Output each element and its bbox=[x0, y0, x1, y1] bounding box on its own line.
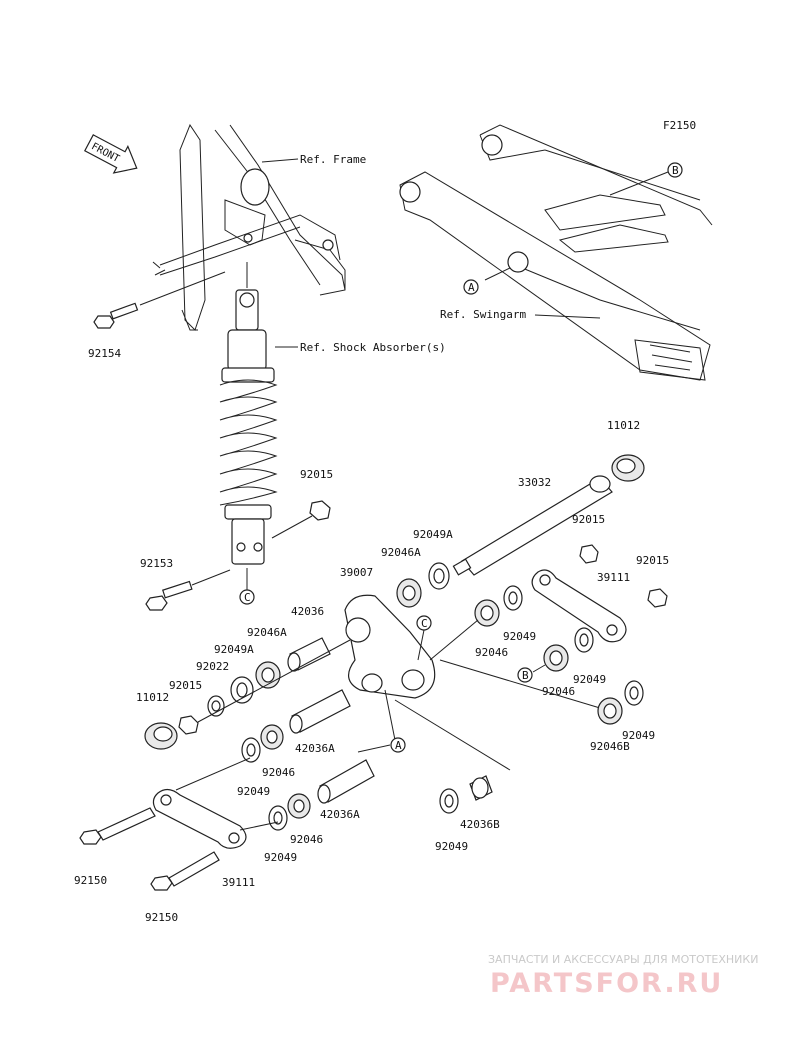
part-92049A-b: 92049A bbox=[214, 643, 254, 656]
collar-11012-top bbox=[611, 454, 645, 482]
seal-92049-lower-right bbox=[624, 680, 644, 706]
part-92049A-a: 92049A bbox=[413, 528, 453, 541]
bearing-92046-left-a bbox=[260, 724, 284, 750]
part-92150-b: 92150 bbox=[145, 911, 178, 924]
shaft-33032 bbox=[452, 475, 613, 576]
shock-absorber-drawing bbox=[219, 289, 278, 565]
tie-rod-39111-right bbox=[531, 569, 627, 643]
nut-92015-shock bbox=[309, 500, 331, 521]
seal-92049A-lower bbox=[230, 676, 254, 704]
part-39111-b: 39111 bbox=[222, 876, 255, 889]
ref-shock-label: Ref. Shock Absorber(s) bbox=[300, 341, 446, 354]
part-92046-c: 92046 bbox=[262, 766, 295, 779]
nut-92015-left bbox=[178, 715, 199, 735]
part-92049-a: 92049 bbox=[503, 630, 536, 643]
marker-a-label-lower: A bbox=[395, 739, 402, 752]
front-arrow-icon: FRONT bbox=[84, 134, 138, 174]
seal-92049-mid-right bbox=[503, 585, 523, 611]
marker-b-label-lower: B bbox=[522, 669, 529, 682]
part-92153: 92153 bbox=[140, 557, 173, 570]
rocker-arm-39007 bbox=[344, 594, 436, 699]
collar-42036 bbox=[287, 637, 331, 672]
bearing-92046-mid-right bbox=[474, 599, 500, 627]
part-11012-a: 11012 bbox=[607, 419, 640, 432]
marker-c-label-shock: C bbox=[244, 591, 251, 604]
part-42036A-b: 42036A bbox=[320, 808, 360, 821]
part-42036B: 42036B bbox=[460, 818, 500, 831]
part-92015-c: 92015 bbox=[636, 554, 669, 567]
part-92015-a: 92015 bbox=[300, 468, 333, 481]
bearing-92046-left-b bbox=[287, 793, 311, 819]
part-92154: 92154 bbox=[88, 347, 121, 360]
bolt-92154 bbox=[93, 302, 139, 329]
part-92150-a: 92150 bbox=[74, 874, 107, 887]
part-92015-b: 92015 bbox=[572, 513, 605, 526]
seal-92049-left-b bbox=[268, 805, 288, 831]
marker-a-label: A bbox=[468, 281, 475, 294]
part-92046-d: 92046 bbox=[290, 833, 323, 846]
seal-92049-bottom-center bbox=[439, 788, 459, 814]
bolt-92150-upper bbox=[79, 807, 156, 845]
marker-c-label-rocker: C bbox=[421, 617, 428, 630]
nut-92015-right-b bbox=[647, 588, 668, 608]
sleeve-42036A-upper bbox=[289, 689, 351, 734]
part-33032: 33032 bbox=[518, 476, 551, 489]
washer-92022 bbox=[207, 695, 225, 717]
part-92049-b: 92049 bbox=[573, 673, 606, 686]
part-92049-e: 92049 bbox=[264, 851, 297, 864]
marker-a-circle bbox=[463, 279, 479, 295]
part-92046A-b: 92046A bbox=[247, 626, 287, 639]
part-92049-c: 92049 bbox=[622, 729, 655, 742]
part-42036A-a: 42036A bbox=[295, 742, 335, 755]
watermark-tagline: ЗАПЧАСТИ И АКСЕССУАРЫ ДЛЯ МОТОТЕХНИКИ bbox=[488, 953, 758, 966]
sleeve-42036B bbox=[469, 775, 493, 801]
seal-92049A-upper bbox=[428, 562, 450, 590]
bolt-92153 bbox=[145, 580, 193, 611]
marker-b-label: B bbox=[672, 164, 679, 177]
tie-rod-39111-left bbox=[152, 788, 247, 849]
part-92049-f: 92049 bbox=[435, 840, 468, 853]
bearing-92046A-upper bbox=[396, 578, 422, 608]
seal-92049-b-group bbox=[574, 627, 594, 653]
part-92022: 92022 bbox=[196, 660, 229, 673]
part-92015-d: 92015 bbox=[169, 679, 202, 692]
part-92046A-a: 92046A bbox=[381, 546, 421, 559]
ref-frame-label: Ref. Frame bbox=[300, 153, 366, 166]
ref-swingarm-label: Ref. Swingarm bbox=[440, 308, 526, 321]
marker-b-circle bbox=[667, 162, 683, 178]
part-39007: 39007 bbox=[340, 566, 373, 579]
figure-code: F2150 bbox=[663, 119, 696, 132]
nut-92015-right-a bbox=[579, 544, 599, 564]
marker-a-circle-lower bbox=[390, 737, 406, 753]
part-39111-a: 39111 bbox=[597, 571, 630, 584]
seal-92049-left-a bbox=[241, 737, 261, 763]
part-92046-b: 92046 bbox=[542, 685, 575, 698]
marker-b-circle-lower bbox=[517, 667, 533, 683]
collar-11012-left bbox=[144, 722, 178, 750]
bolt-92150-lower bbox=[150, 851, 220, 891]
part-11012-b: 11012 bbox=[136, 691, 169, 704]
watermark-logo: PARTSFOR.RU bbox=[490, 968, 723, 999]
sleeve-42036A-lower bbox=[317, 759, 375, 804]
frame-drawing bbox=[152, 123, 346, 331]
bearing-92046-b-group bbox=[543, 644, 569, 672]
marker-c-circle-shock bbox=[239, 589, 255, 605]
part-92049-d: 92049 bbox=[237, 785, 270, 798]
bearing-92046B bbox=[597, 697, 623, 725]
marker-c-circle-rocker bbox=[416, 615, 432, 631]
part-92046-a: 92046 bbox=[475, 646, 508, 659]
swingarm-drawing bbox=[399, 124, 713, 381]
part-42036: 42036 bbox=[291, 605, 324, 618]
part-92046B: 92046B bbox=[590, 740, 630, 753]
